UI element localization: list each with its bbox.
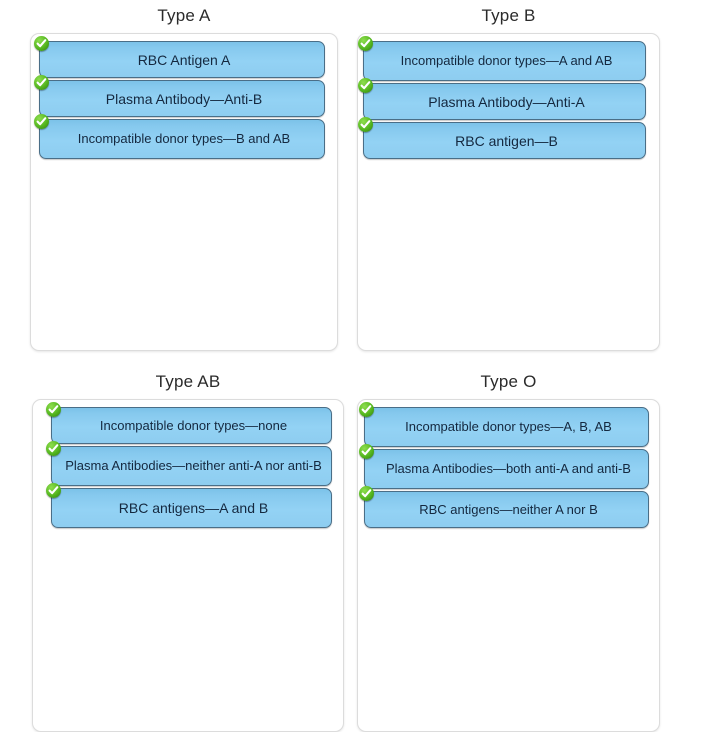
- group-type-b: Type B Incompatible donor types—A and AB…: [357, 6, 660, 351]
- check-icon: [359, 444, 374, 459]
- card-label: Plasma Antibodies—both anti-A and anti-B: [386, 461, 631, 476]
- group-title-type-ab: Type AB: [155, 372, 221, 391]
- card-type-b-1[interactable]: Plasma Antibody—Anti-A: [358, 78, 646, 120]
- group-type-ab: Type AB Incompatible donor types—none Pl…: [32, 372, 344, 732]
- card-label: Incompatible donor types—B and AB: [77, 131, 291, 146]
- card-type-ab-2[interactable]: RBC antigens—A and B: [46, 483, 332, 528]
- group-type-o: Type O Incompatible donor types—A, B, AB…: [357, 372, 660, 732]
- card-type-a-1[interactable]: Plasma Antibody—Anti-B: [34, 75, 325, 117]
- card-type-ab-0[interactable]: Incompatible donor types—none: [46, 402, 332, 444]
- panel-type-o: Incompatible donor types—A, B, AB Plasma…: [357, 399, 660, 732]
- check-icon: [358, 78, 373, 93]
- check-icon: [359, 402, 374, 417]
- check-icon: [359, 486, 374, 501]
- card-type-o-2[interactable]: RBC antigens—neither A nor B: [359, 486, 649, 528]
- card-list-type-ab: Incompatible donor types—none Plasma Ant…: [46, 402, 332, 530]
- card-type-a-2[interactable]: Incompatible donor types—B and AB: [34, 114, 325, 159]
- card-label: Incompatible donor types—A and AB: [400, 53, 613, 68]
- check-icon: [46, 402, 61, 417]
- card-type-b-0[interactable]: Incompatible donor types—A and AB: [358, 36, 646, 81]
- check-icon: [358, 36, 373, 51]
- card-type-o-0[interactable]: Incompatible donor types—A, B, AB: [359, 402, 649, 447]
- card-label: RBC Antigen A: [137, 51, 231, 68]
- card-label: Plasma Antibody—Anti-A: [428, 93, 585, 110]
- card-list-type-o: Incompatible donor types—A, B, AB Plasma…: [359, 402, 649, 530]
- group-title-type-o: Type O: [480, 372, 537, 391]
- card-label: RBC antigens—A and B: [118, 500, 269, 516]
- card-type-ab-1[interactable]: Plasma Antibodies—neither anti-A nor ant…: [46, 441, 332, 486]
- group-title-type-b: Type B: [481, 6, 536, 25]
- card-type-o-1[interactable]: Plasma Antibodies—both anti-A and anti-B: [359, 444, 649, 489]
- group-type-a: Type A RBC Antigen A Plasma Antibody—Ant…: [30, 6, 338, 351]
- card-label: Incompatible donor types—A, B, AB: [405, 419, 612, 434]
- panel-type-ab: Incompatible donor types—none Plasma Ant…: [32, 399, 344, 732]
- card-label: Plasma Antibody—Anti-B: [105, 90, 263, 107]
- card-list-type-a: RBC Antigen A Plasma Antibody—Anti-B Inc…: [34, 36, 325, 161]
- card-label: RBC antigen—B: [455, 132, 558, 149]
- check-icon: [358, 117, 373, 132]
- group-title-type-a: Type A: [157, 6, 211, 25]
- check-icon: [46, 483, 61, 498]
- check-icon: [46, 441, 61, 456]
- card-type-b-2[interactable]: RBC antigen—B: [358, 117, 646, 159]
- panel-type-a: RBC Antigen A Plasma Antibody—Anti-B Inc…: [30, 33, 338, 351]
- card-label: Incompatible donor types—none: [99, 417, 288, 433]
- card-list-type-b: Incompatible donor types—A and AB Plasma…: [358, 36, 646, 161]
- card-label: Plasma Antibodies—neither anti-A nor ant…: [65, 458, 322, 473]
- card-type-a-0[interactable]: RBC Antigen A: [34, 36, 325, 78]
- check-icon: [34, 36, 49, 51]
- check-icon: [34, 75, 49, 90]
- panel-type-b: Incompatible donor types—A and AB Plasma…: [357, 33, 660, 351]
- card-label: RBC antigens—neither A nor B: [419, 501, 598, 517]
- check-icon: [34, 114, 49, 129]
